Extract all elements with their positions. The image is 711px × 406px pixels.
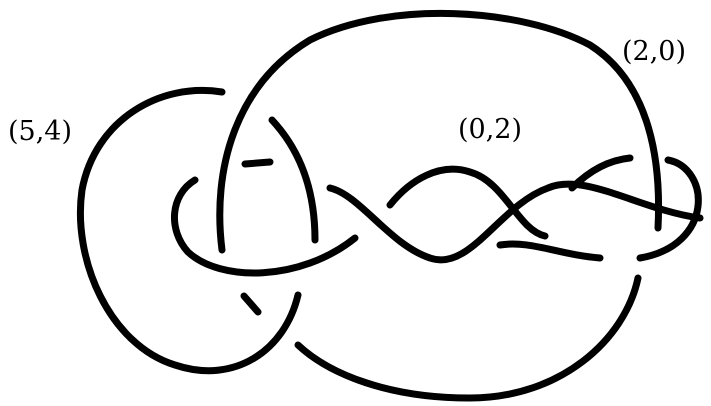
outer-bottom-arc bbox=[298, 278, 638, 398]
dash-lower bbox=[244, 296, 258, 312]
label-left: (5,4) bbox=[8, 118, 72, 145]
middle-wave bbox=[330, 184, 700, 260]
left-inner-curl bbox=[174, 180, 355, 273]
dash-upper bbox=[245, 162, 270, 164]
left-crossing-strand bbox=[272, 120, 315, 240]
left-outer-loop bbox=[80, 90, 298, 370]
label-right: (2,0) bbox=[622, 38, 686, 65]
label-middle: (0,2) bbox=[458, 116, 522, 143]
lower-right-link bbox=[500, 244, 600, 258]
right-tail bbox=[572, 158, 630, 188]
